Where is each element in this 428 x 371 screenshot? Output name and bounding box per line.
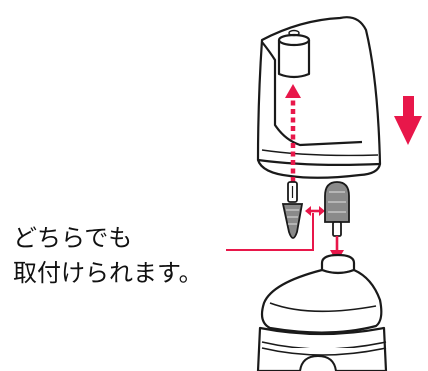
leader-line [226, 213, 314, 251]
bullet-bit [324, 181, 350, 237]
insertion-path-arrow [285, 84, 301, 182]
cone-bit [281, 181, 304, 239]
device-body [256, 253, 388, 371]
protective-cap [256, 16, 382, 179]
caption-line-2: 取付けられます。 [13, 259, 203, 287]
double-arrow-icon [305, 206, 325, 216]
caption-line-1: どちらでも [13, 224, 133, 252]
down-arrow-icon [394, 96, 422, 145]
